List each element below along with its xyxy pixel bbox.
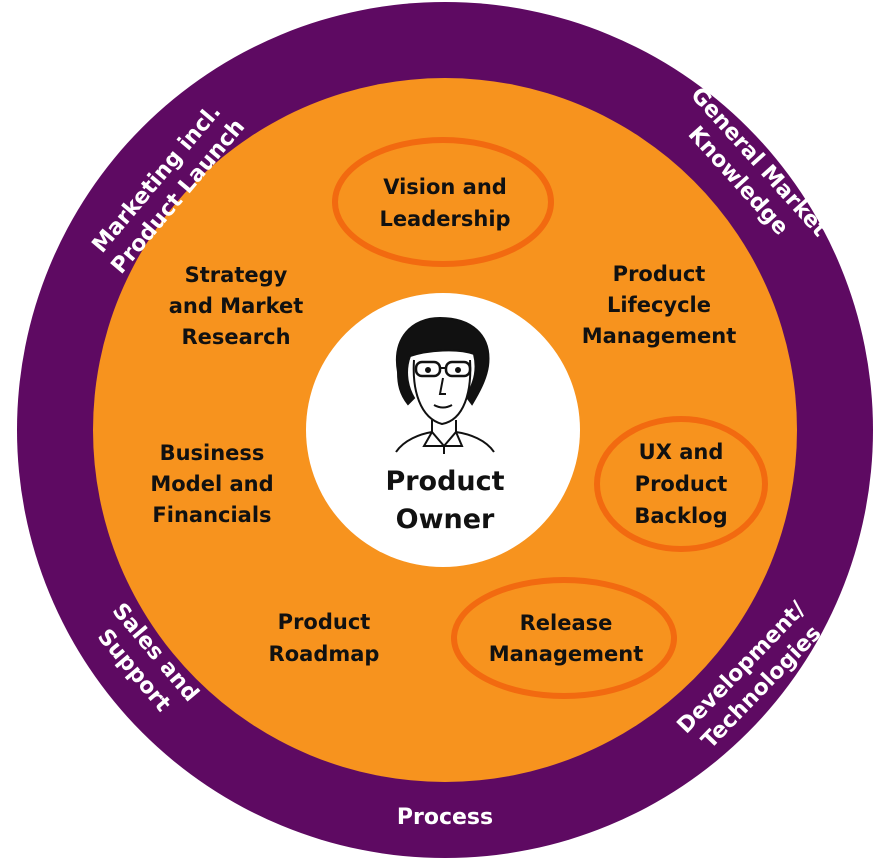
business-line3: Financials	[152, 503, 271, 527]
release-highlight-ring	[451, 577, 677, 699]
ux-line1: UX and	[639, 440, 724, 464]
lifecycle-line2: Lifecycle	[607, 293, 711, 317]
inner-label-roadmap: Product Roadmap	[269, 610, 380, 666]
inner-label-strategy: Strategy and Market Research	[169, 263, 304, 349]
vision-line1: Vision and	[383, 175, 507, 199]
roadmap-line1: Product	[278, 610, 371, 634]
vision-highlight-ring	[332, 137, 554, 267]
strategy-line2: and Market	[169, 294, 304, 318]
center-title-line1: Product	[385, 466, 504, 497]
inner-label-ux: UX and Product Backlog	[634, 440, 727, 528]
business-line1: Business	[160, 441, 265, 465]
center-title-line2: Owner	[396, 504, 495, 535]
release-line1: Release	[520, 611, 613, 635]
inner-label-business: Business Model and Financials	[150, 441, 273, 527]
strategy-line3: Research	[181, 325, 290, 349]
lifecycle-line1: Product	[613, 262, 706, 286]
ux-highlight-ring	[594, 416, 768, 552]
ux-line2: Product	[635, 472, 728, 496]
outer-label-process: Process	[397, 805, 493, 830]
inner-label-vision: Vision and Leadership	[379, 175, 510, 231]
woman-with-glasses-icon	[395, 316, 495, 454]
business-line2: Model and	[150, 472, 273, 496]
release-line2: Management	[489, 642, 644, 666]
inner-label-release: Release Management	[489, 611, 644, 666]
vision-line2: Leadership	[379, 207, 510, 231]
strategy-line1: Strategy	[185, 263, 288, 287]
ux-line3: Backlog	[634, 504, 727, 528]
lifecycle-line3: Management	[582, 324, 737, 348]
roadmap-line2: Roadmap	[269, 642, 380, 666]
center-circle	[306, 293, 580, 567]
inner-label-lifecycle: Product Lifecycle Management	[582, 262, 737, 348]
